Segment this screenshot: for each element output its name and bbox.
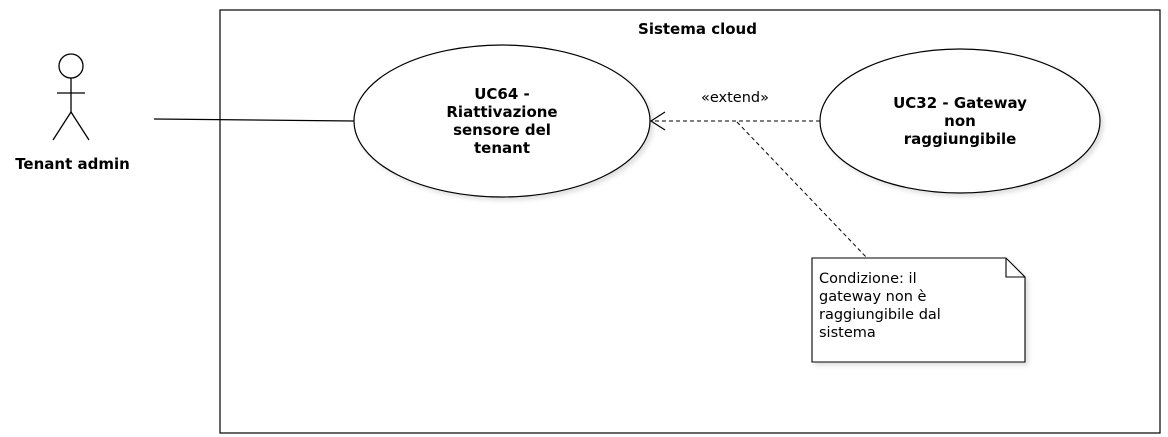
uc64-line-1: UC64 - <box>474 85 530 103</box>
use-case-uc64-label: UC64 - Riattivazione sensore del tenant <box>402 85 602 157</box>
use-case-uc32-label: UC32 - Gateway non raggiungibile <box>860 94 1060 148</box>
note-connector-line[interactable] <box>736 121 868 259</box>
uc64-line-3: sensore del <box>453 121 551 139</box>
actor-leg-right <box>70 111 90 141</box>
note-fold-corner <box>1005 258 1025 278</box>
extend-label: «extend» <box>701 90 769 106</box>
uc32-line-3: raggiungibile <box>903 130 1017 148</box>
note-box[interactable] <box>811 257 1026 363</box>
uc64-line-2: Riattivazione <box>446 103 558 121</box>
association-line[interactable] <box>153 118 355 122</box>
actor-leg-left <box>52 111 72 141</box>
note-line-2: gateway non è <box>819 289 927 305</box>
note-line-4: sistema <box>819 325 876 341</box>
note-line-3: raggiungibile dal <box>819 307 941 323</box>
note-text: Condizione: il gateway non è raggiungibi… <box>819 270 1004 342</box>
extend-arrowhead <box>649 111 666 131</box>
uc32-line-1: UC32 - Gateway <box>893 94 1027 112</box>
system-title: Sistema cloud <box>638 20 757 38</box>
note-line-1: Condizione: il <box>819 271 917 287</box>
uc64-line-4: tenant <box>474 139 530 157</box>
actor-head <box>58 53 84 79</box>
actor-figure[interactable] <box>52 53 90 141</box>
actor-name: Tenant admin <box>15 155 130 173</box>
uc32-line-2: non <box>944 112 976 130</box>
